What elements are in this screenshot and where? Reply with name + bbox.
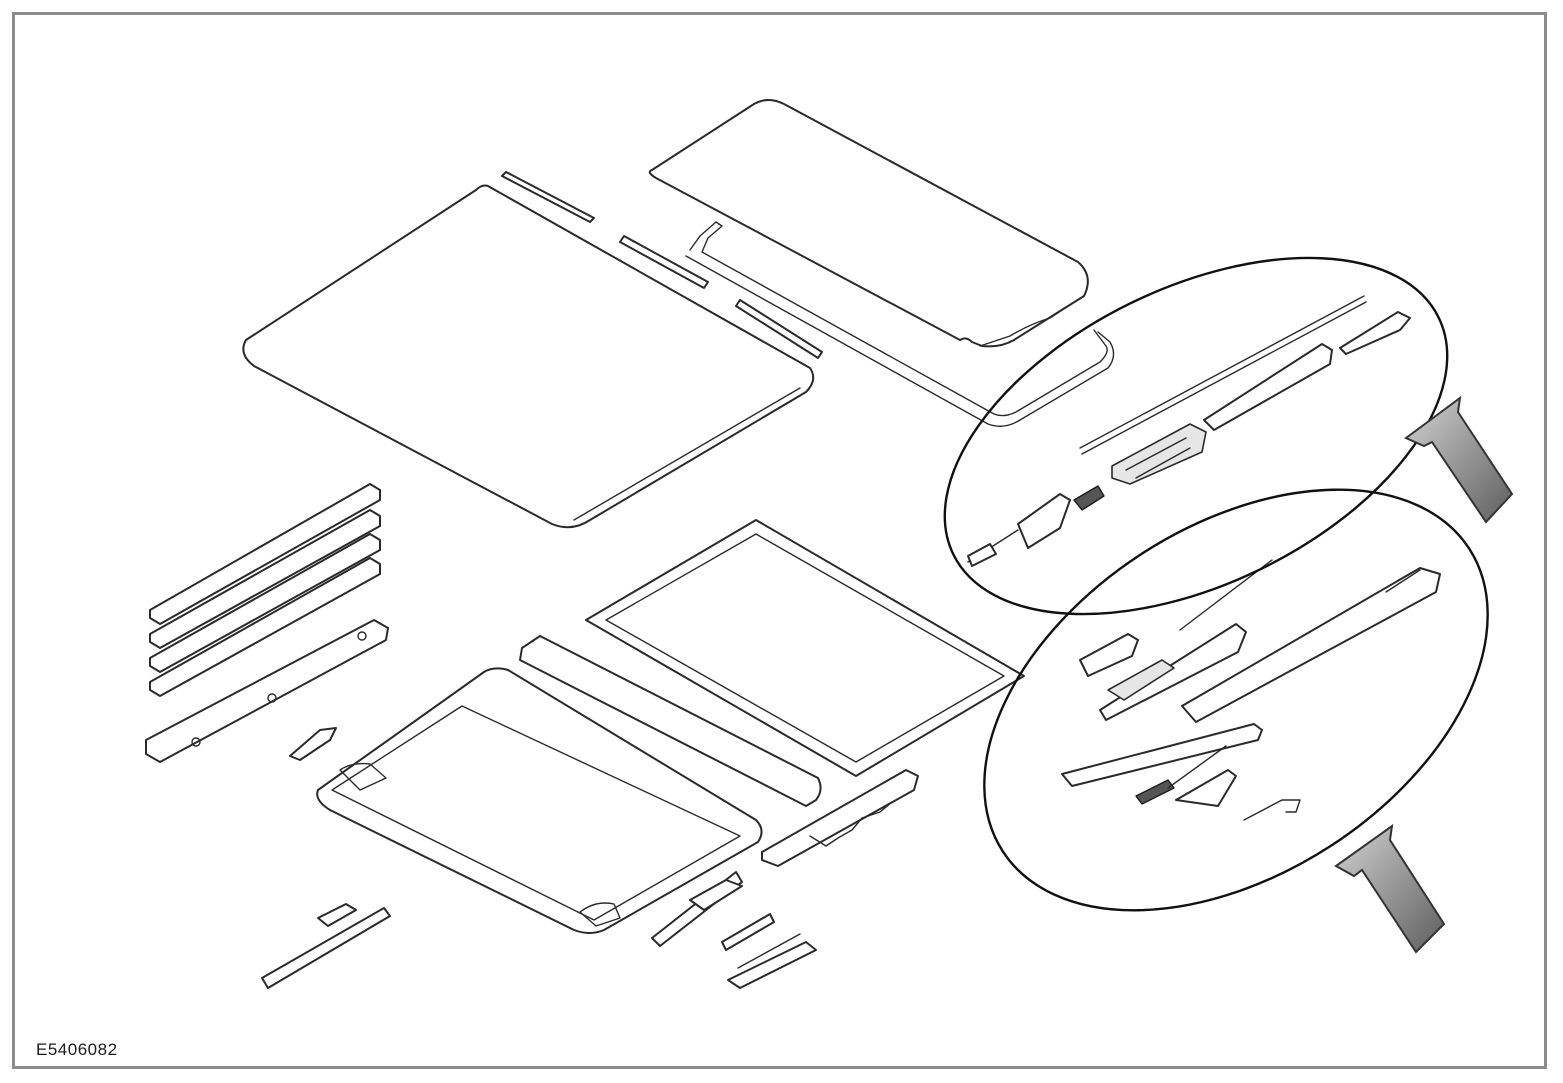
- sunshade-panel: [316, 667, 763, 934]
- rear-glass-panel: [648, 99, 1089, 348]
- arrow-up-left-icon: [1334, 823, 1446, 954]
- callout-upper-parts: [967, 295, 1411, 567]
- sunroof-frame: [585, 519, 1025, 777]
- front-glass-panel: [242, 184, 815, 529]
- cross-member-bar: [519, 635, 822, 807]
- figure-id-label: E5406082: [36, 1040, 118, 1059]
- rear-glass-seal: [685, 221, 1115, 427]
- callout-ellipse-lower: [983, 488, 1489, 912]
- side-rail-stack: [145, 483, 389, 763]
- drive-rail-bottom: [761, 769, 919, 867]
- callout-ellipse-upper: [943, 256, 1449, 616]
- seal-strips-top: [501, 171, 823, 359]
- small-bracket: [289, 727, 337, 761]
- small-parts-bottom: [261, 871, 817, 989]
- callout-lower-parts: [1061, 559, 1441, 821]
- arrow-up-left-icon: [1404, 395, 1514, 524]
